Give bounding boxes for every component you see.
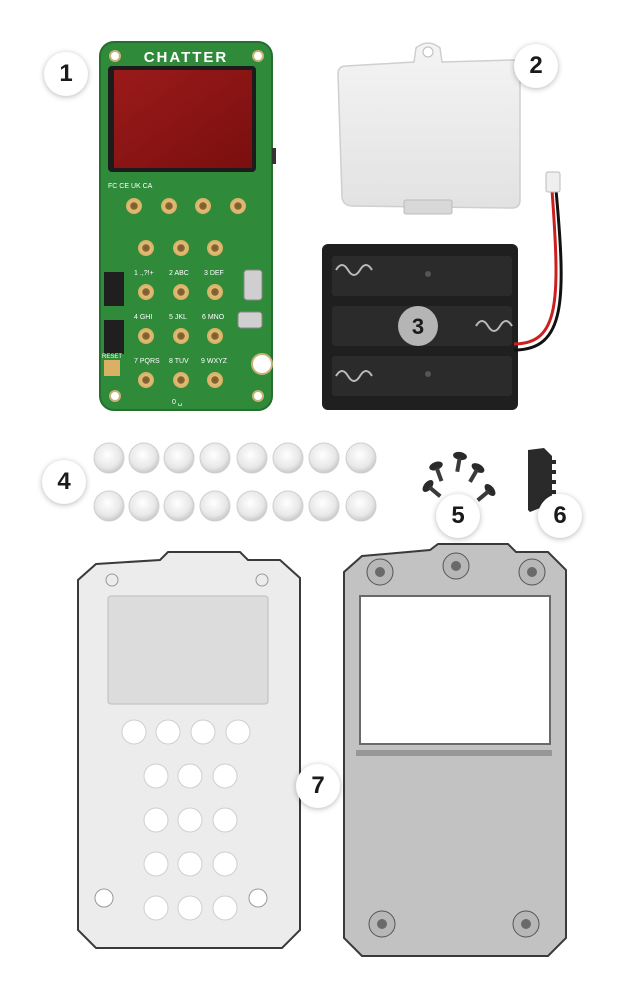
key-label-2: 2 ABC: [169, 270, 189, 277]
callout-6: 6: [538, 494, 582, 538]
screws: [422, 451, 496, 502]
reset-button: [104, 360, 120, 376]
pcb-cert-marks: FC CE UK CA: [108, 183, 153, 190]
usb-c-port: [243, 269, 263, 301]
nav-buttons: [126, 198, 246, 214]
pcb-chip-1: [104, 272, 124, 306]
callout-5: 5: [436, 494, 480, 538]
reset-label: RESET: [102, 354, 122, 360]
keypad-buttons: [138, 240, 223, 388]
key-label-1: 1 .,?!+: [134, 270, 154, 277]
pcb-brand-label: CHATTER: [144, 49, 229, 66]
key-label-8: 8 TUV: [169, 358, 189, 365]
pcb-chip-2: [104, 320, 124, 354]
smoke-back-case: [343, 543, 567, 957]
callout-2: 2: [514, 44, 558, 88]
battery-holder: 3: [322, 171, 563, 410]
callout-7: 7: [296, 764, 340, 808]
key-label-9: 9 WXYZ: [201, 358, 228, 365]
key-label-0: 0 ␣: [172, 399, 182, 406]
key-label-5: 5 JKL: [169, 314, 187, 321]
key-label-6: 6 MNO: [202, 314, 225, 321]
callout-4: 4: [42, 460, 86, 504]
key-label-7: 7 PQRS: [134, 358, 160, 365]
key-label-3: 3 DEF: [204, 270, 224, 277]
pcb-board: CHATTER FC CE UK CA RESET: [99, 41, 276, 411]
pcb-switch: [237, 311, 263, 329]
battery-lid: [337, 42, 521, 215]
switch-spacer: [528, 448, 556, 512]
key-caps: [93, 442, 377, 522]
clear-front-case: [77, 551, 301, 949]
callout-1: 1: [44, 52, 88, 96]
callout-3-on-holder: 3: [412, 314, 424, 339]
key-label-4: 4 GHI: [134, 314, 152, 321]
